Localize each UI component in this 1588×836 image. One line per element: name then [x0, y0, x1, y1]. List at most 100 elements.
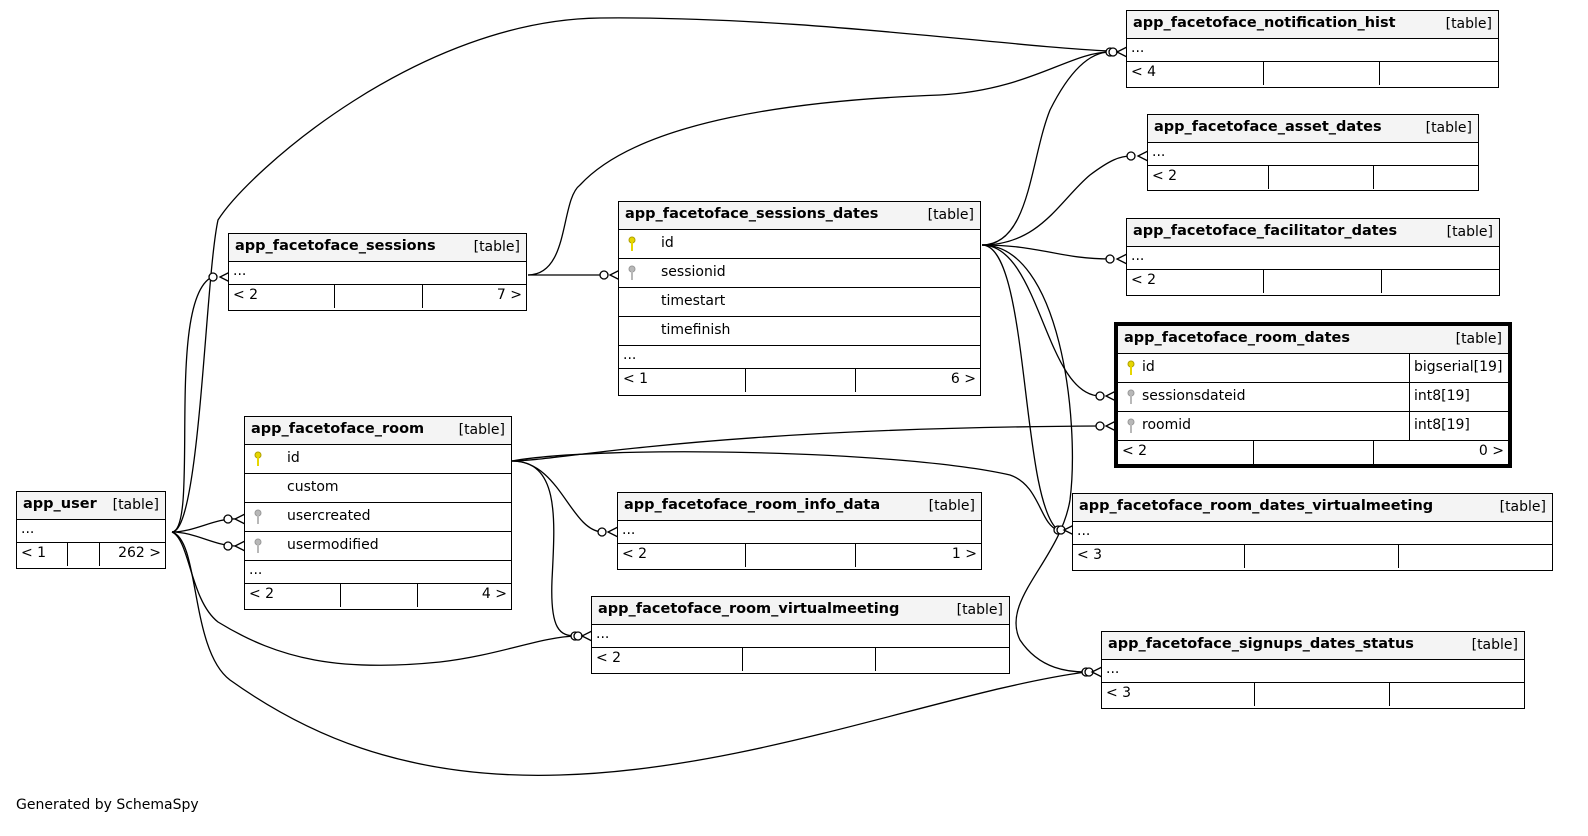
table-room-dates-virtualmeeting[interactable]: app_facetoface_room_dates_virtualmeeting…: [1072, 493, 1553, 571]
table-footer: < 3: [1102, 683, 1524, 706]
column-name: timestart: [661, 293, 726, 309]
column-name: roomid: [1142, 417, 1191, 433]
table-kind: [table]: [1499, 499, 1546, 515]
table-header: app_facetoface_sessions_dates [table]: [619, 202, 980, 230]
columns-ellipsis: ...: [618, 521, 981, 544]
table-sessions-dates[interactable]: app_facetoface_sessions_dates [table] id…: [618, 201, 981, 396]
table-name: app_facetoface_room_info_data: [624, 497, 881, 513]
table-kind: [table]: [473, 239, 520, 255]
column-row[interactable]: id: [245, 445, 511, 474]
table-facilitator-dates[interactable]: app_facetoface_facilitator_dates [table]…: [1126, 218, 1500, 296]
table-kind: [table]: [1445, 16, 1492, 32]
table-room-virtualmeeting[interactable]: app_facetoface_room_virtualmeeting [tabl…: [591, 596, 1010, 674]
foreign-key-icon: [254, 509, 262, 524]
foreign-key-icon: [254, 538, 262, 553]
children-count[interactable]: 7 >: [496, 287, 522, 303]
table-room-dates[interactable]: app_facetoface_room_dates [table] id big…: [1114, 322, 1512, 468]
table-footer: < 2 4 >: [245, 584, 511, 607]
columns-ellipsis: ...: [1102, 660, 1524, 683]
parents-count[interactable]: < 2: [249, 586, 275, 602]
table-header: app_facetoface_sessions [table]: [229, 234, 526, 262]
parents-count[interactable]: < 4: [1131, 64, 1157, 80]
table-name: app_facetoface_sessions_dates: [625, 206, 879, 222]
columns-ellipsis: ...: [229, 262, 526, 285]
columns-ellipsis: ...: [592, 625, 1009, 648]
column-row[interactable]: timefinish: [619, 317, 980, 346]
table-kind: [table]: [927, 207, 974, 223]
children-count[interactable]: 1 >: [951, 546, 977, 562]
table-room-info-data[interactable]: app_facetoface_room_info_data [table] ..…: [617, 492, 982, 570]
table-kind: [table]: [928, 498, 975, 514]
column-name: id: [287, 450, 300, 466]
table-header: app_facetoface_room_virtualmeeting [tabl…: [592, 597, 1009, 625]
table-kind: [table]: [112, 497, 159, 513]
table-name: app_facetoface_sessions: [235, 238, 436, 254]
table-header: app_facetoface_notification_hist [table]: [1127, 11, 1498, 39]
column-row[interactable]: custom: [245, 474, 511, 503]
table-footer: < 2 1 >: [618, 544, 981, 567]
column-type: bigserial[19]: [1414, 359, 1503, 375]
table-notification-hist[interactable]: app_facetoface_notification_hist [table]…: [1126, 10, 1499, 88]
foreign-key-icon: [628, 265, 636, 280]
table-asset-dates[interactable]: app_facetoface_asset_dates [table] ... <…: [1147, 114, 1479, 191]
table-footer: < 2: [1127, 270, 1499, 293]
column-row[interactable]: sessionid: [619, 259, 980, 288]
column-name: usermodified: [287, 537, 379, 553]
parents-count[interactable]: < 2: [1122, 443, 1148, 459]
parents-count[interactable]: < 2: [596, 650, 622, 666]
table-sessions[interactable]: app_facetoface_sessions [table] ... < 2 …: [228, 233, 527, 311]
table-room[interactable]: app_facetoface_room [table] id custom us…: [244, 416, 512, 610]
column-name: sessionid: [661, 264, 726, 280]
parents-count[interactable]: < 2: [233, 287, 259, 303]
column-name: usercreated: [287, 508, 371, 524]
column-name: custom: [287, 479, 339, 495]
column-type: int8[19]: [1414, 417, 1470, 433]
parents-count[interactable]: < 2: [1152, 168, 1178, 184]
children-count[interactable]: 0 >: [1478, 443, 1504, 459]
table-header: app_facetoface_room [table]: [245, 417, 511, 445]
parents-count[interactable]: < 1: [623, 371, 649, 387]
table-kind: [table]: [1455, 331, 1502, 347]
column-row[interactable]: usercreated: [245, 503, 511, 532]
column-type: int8[19]: [1414, 388, 1470, 404]
table-kind: [table]: [1471, 637, 1518, 653]
table-name: app_facetoface_room: [251, 421, 425, 437]
parents-count[interactable]: < 2: [1131, 272, 1157, 288]
parents-count[interactable]: < 3: [1077, 547, 1103, 563]
children-count[interactable]: 6 >: [950, 371, 976, 387]
table-kind: [table]: [1446, 224, 1493, 240]
column-row[interactable]: roomid int8[19]: [1118, 412, 1508, 441]
table-name: app_facetoface_room_dates_virtualmeeting: [1079, 498, 1434, 514]
column-row[interactable]: id: [619, 230, 980, 259]
column-name: sessionsdateid: [1142, 388, 1246, 404]
table-footer: < 2 7 >: [229, 285, 526, 308]
table-footer: < 2: [592, 648, 1009, 671]
table-footer: < 2 0 >: [1118, 441, 1508, 464]
column-row[interactable]: timestart: [619, 288, 980, 317]
columns-ellipsis: ...: [17, 520, 165, 543]
table-kind: [table]: [458, 422, 505, 438]
column-name: timefinish: [661, 322, 731, 338]
parents-count[interactable]: < 2: [622, 546, 648, 562]
column-row[interactable]: sessionsdateid int8[19]: [1118, 383, 1508, 412]
table-name: app_facetoface_room_virtualmeeting: [598, 601, 900, 617]
table-header: app_facetoface_asset_dates [table]: [1148, 115, 1478, 143]
columns-ellipsis: ...: [1127, 39, 1498, 62]
primary-key-icon: [254, 451, 262, 466]
column-row[interactable]: id bigserial[19]: [1118, 354, 1508, 383]
table-header: app_facetoface_room_info_data [table]: [618, 493, 981, 521]
foreign-key-icon: [1127, 418, 1135, 433]
table-header: app_facetoface_room_dates_virtualmeeting…: [1073, 494, 1552, 522]
table-header: app_user [table]: [17, 492, 165, 520]
parents-count[interactable]: < 1: [21, 545, 47, 561]
table-signups-dates-status[interactable]: app_facetoface_signups_dates_status [tab…: [1101, 631, 1525, 709]
columns-ellipsis: ...: [1148, 143, 1478, 166]
children-count[interactable]: 262 >: [118, 545, 161, 561]
table-footer: < 4: [1127, 62, 1498, 85]
table-app-user[interactable]: app_user [table] ... < 1 262 >: [16, 491, 166, 569]
children-count[interactable]: 4 >: [481, 586, 507, 602]
table-footer: < 3: [1073, 545, 1552, 568]
parents-count[interactable]: < 3: [1106, 685, 1132, 701]
column-row[interactable]: usermodified: [245, 532, 511, 561]
